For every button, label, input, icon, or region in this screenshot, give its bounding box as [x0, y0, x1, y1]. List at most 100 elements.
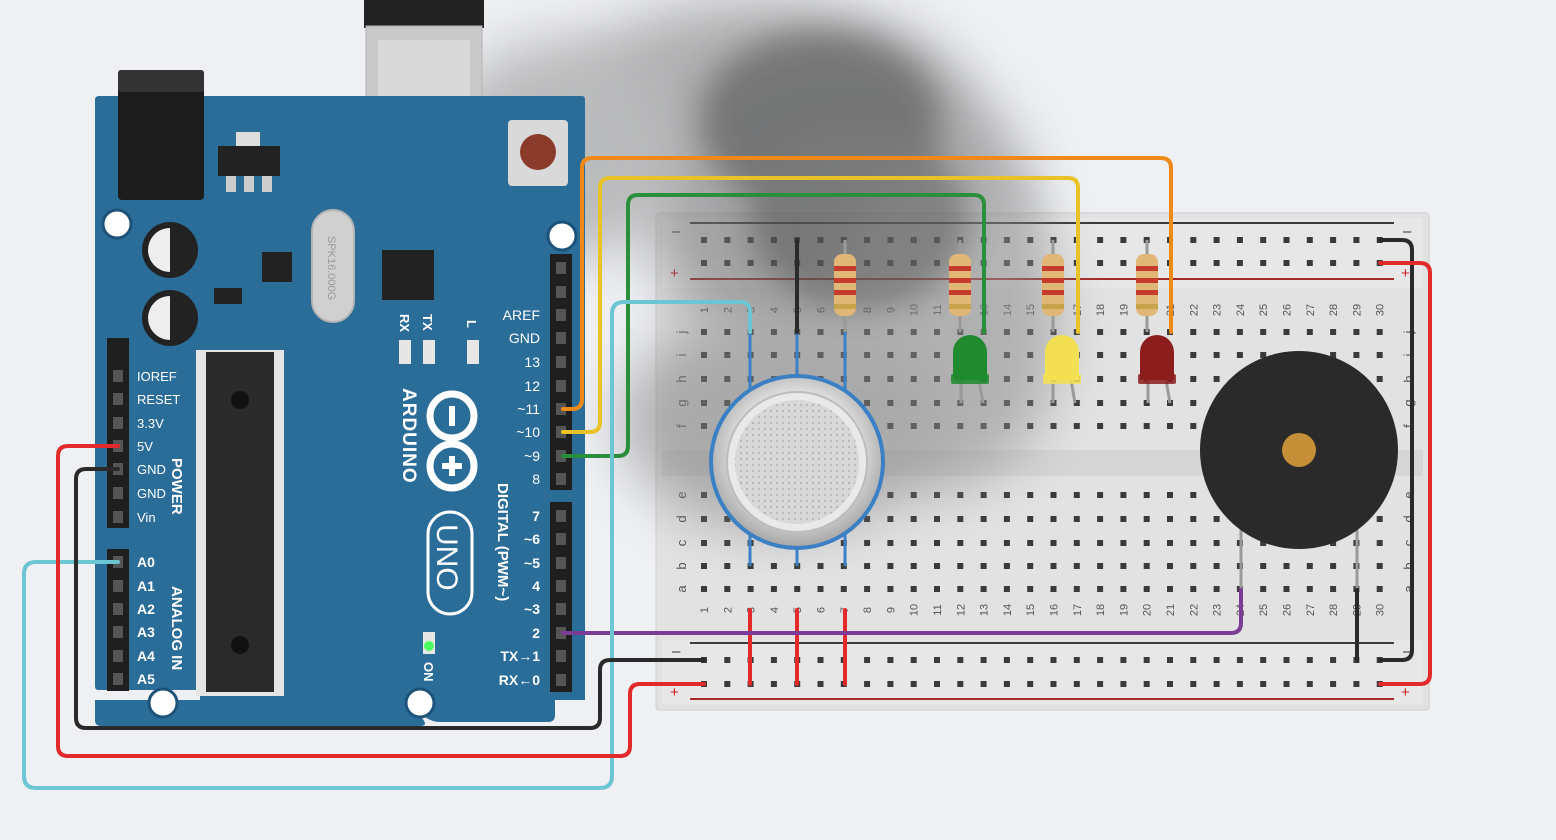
rail-hole[interactable] [1353, 681, 1360, 687]
rail-hole[interactable] [724, 657, 731, 663]
header-pin[interactable] [113, 487, 123, 499]
breadboard-hole[interactable] [1260, 540, 1267, 546]
breadboard-hole[interactable] [980, 540, 987, 546]
rail-hole[interactable] [1306, 681, 1313, 687]
breadboard-hole[interactable] [817, 586, 824, 592]
wire-purple-pin2[interactable] [561, 588, 1243, 635]
breadboard-hole[interactable] [1213, 329, 1220, 335]
breadboard-hole[interactable] [770, 586, 777, 592]
breadboard-hole[interactable] [1190, 540, 1197, 546]
rail-hole[interactable] [1283, 657, 1290, 663]
breadboard-hole[interactable] [1097, 540, 1104, 546]
breadboard-hole[interactable] [1190, 423, 1197, 429]
rail-hole[interactable] [934, 657, 940, 663]
breadboard-hole[interactable] [1050, 423, 1057, 429]
header-pin[interactable] [113, 417, 123, 429]
breadboard-hole[interactable] [1306, 563, 1313, 569]
breadboard-hole[interactable] [701, 586, 707, 592]
breadboard-hole[interactable] [910, 586, 917, 592]
header-pin[interactable] [556, 262, 566, 274]
rail-hole[interactable] [1283, 681, 1290, 687]
breadboard-hole[interactable] [957, 492, 964, 498]
breadboard-hole[interactable] [1213, 563, 1220, 569]
breadboard-hole[interactable] [910, 516, 917, 522]
rail-hole[interactable] [1003, 657, 1010, 663]
breadboard-hole[interactable] [1236, 329, 1243, 335]
breadboard-hole[interactable] [887, 563, 894, 569]
breadboard-hole[interactable] [934, 516, 940, 522]
breadboard-hole[interactable] [1003, 492, 1010, 498]
breadboard-hole[interactable] [1003, 563, 1010, 569]
breadboard-hole[interactable] [1097, 352, 1104, 358]
breadboard-hole[interactable] [1330, 586, 1337, 592]
header-pin[interactable] [556, 380, 566, 392]
rail-hole[interactable] [1097, 681, 1104, 687]
breadboard-hole[interactable] [1027, 492, 1034, 498]
breadboard-hole[interactable] [1050, 540, 1057, 546]
breadboard-hole[interactable] [1120, 563, 1127, 569]
header-pin[interactable] [556, 286, 566, 298]
breadboard-hole[interactable] [1376, 352, 1383, 358]
wire-black-rail-jumper[interactable] [1378, 238, 1414, 662]
breadboard-hole[interactable] [1376, 563, 1383, 569]
breadboard-hole[interactable] [1143, 492, 1150, 498]
breadboard-hole[interactable] [1027, 540, 1034, 546]
breadboard-hole[interactable] [1120, 400, 1127, 406]
wire-cyan-a0[interactable] [22, 300, 752, 790]
breadboard-hole[interactable] [794, 586, 801, 592]
breadboard-hole[interactable] [1143, 540, 1150, 546]
breadboard-hole[interactable] [1097, 563, 1104, 569]
rail-hole[interactable] [864, 681, 871, 687]
breadboard-hole[interactable] [1236, 352, 1243, 358]
breadboard-hole[interactable] [1353, 352, 1360, 358]
breadboard-hole[interactable] [1167, 563, 1173, 569]
breadboard-hole[interactable] [1167, 540, 1173, 546]
breadboard-hole[interactable] [1213, 376, 1220, 382]
breadboard-hole[interactable] [1376, 516, 1383, 522]
breadboard-hole[interactable] [1097, 423, 1104, 429]
breadboard-hole[interactable] [701, 563, 707, 569]
rail-hole[interactable] [1120, 681, 1127, 687]
breadboard-hole[interactable] [887, 586, 894, 592]
breadboard-hole[interactable] [1073, 516, 1080, 522]
breadboard-hole[interactable] [1097, 329, 1104, 335]
rail-hole[interactable] [1213, 237, 1220, 243]
rail-hole[interactable] [887, 681, 894, 687]
breadboard-hole[interactable] [1073, 563, 1080, 569]
breadboard-hole[interactable] [864, 586, 871, 592]
breadboard-hole[interactable] [1073, 400, 1080, 406]
breadboard-hole[interactable] [701, 540, 707, 546]
rail-hole[interactable] [1073, 657, 1080, 663]
breadboard-hole[interactable] [864, 540, 871, 546]
breadboard-hole[interactable] [1376, 376, 1383, 382]
header-pin[interactable] [113, 650, 123, 662]
breadboard-hole[interactable] [1167, 586, 1173, 592]
components[interactable] [709, 240, 1398, 590]
header-pin[interactable] [113, 393, 123, 405]
breadboard-hole[interactable] [1050, 492, 1057, 498]
breadboard-hole[interactable] [1190, 400, 1197, 406]
breadboard-hole[interactable] [1213, 352, 1220, 358]
resistor[interactable] [1042, 240, 1064, 332]
breadboard-hole[interactable] [1260, 329, 1267, 335]
breadboard-hole[interactable] [957, 540, 964, 546]
rail-hole[interactable] [1050, 657, 1057, 663]
rail-hole[interactable] [1097, 657, 1104, 663]
resistor[interactable] [949, 240, 971, 332]
rail-hole[interactable] [1143, 681, 1150, 687]
rail-hole[interactable] [1120, 237, 1127, 243]
header-pin[interactable] [113, 603, 123, 615]
rail-hole[interactable] [1027, 657, 1034, 663]
breadboard-hole[interactable] [1050, 516, 1057, 522]
wire-black-gnd[interactable] [74, 467, 706, 730]
header-pin[interactable] [556, 309, 566, 321]
rail-hole[interactable] [934, 681, 940, 687]
rail-hole[interactable] [1353, 237, 1360, 243]
breadboard-hole[interactable] [864, 516, 871, 522]
rail-hole[interactable] [1306, 260, 1313, 266]
breadboard-hole[interactable] [934, 563, 940, 569]
rail-hole[interactable] [1260, 657, 1267, 663]
rail-hole[interactable] [1213, 657, 1220, 663]
breadboard-hole[interactable] [910, 563, 917, 569]
